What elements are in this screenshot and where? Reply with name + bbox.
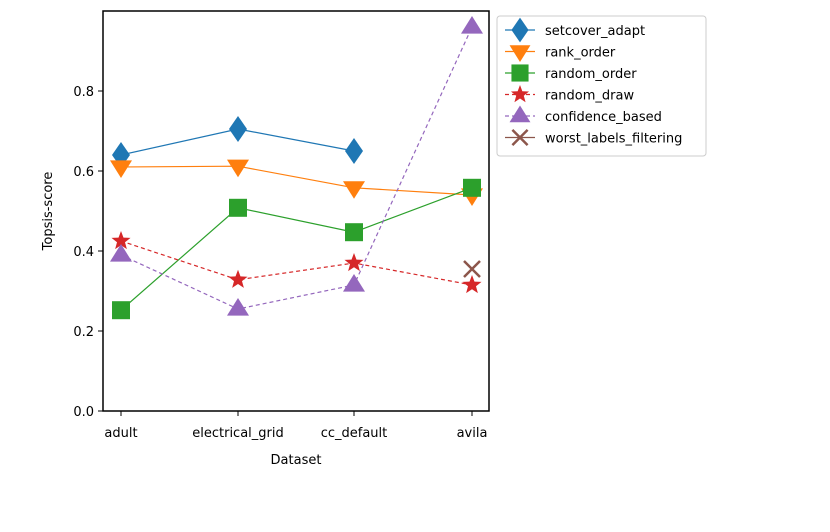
data-point bbox=[345, 223, 363, 242]
data-point bbox=[227, 159, 249, 178]
y-tick-label: 0.0 bbox=[73, 405, 94, 420]
legend-label: random_draw bbox=[545, 89, 634, 104]
data-point bbox=[343, 181, 365, 199]
y-axis-label: Topsis-score bbox=[41, 172, 56, 252]
series-random_order bbox=[112, 178, 481, 320]
data-point bbox=[461, 16, 483, 34]
legend-marker bbox=[509, 105, 531, 123]
legend-item: random_draw bbox=[505, 85, 634, 104]
data-point bbox=[110, 160, 132, 178]
data-point bbox=[112, 301, 130, 320]
legend-item: confidence_based bbox=[505, 105, 662, 125]
y-axis: 0.0 0.2 0.4 0.6 0.8 bbox=[73, 85, 103, 420]
legend-label: worst_labels_filtering bbox=[545, 132, 682, 147]
legend: setcover_adapt rank_order random_orderrand… bbox=[496, 15, 707, 157]
x-tick-label: avila bbox=[457, 426, 488, 441]
data-point bbox=[229, 116, 247, 142]
x-axis-label: Dataset bbox=[271, 453, 322, 468]
legend-item: random_order bbox=[505, 64, 637, 82]
series-random_draw bbox=[111, 231, 482, 294]
data-point bbox=[463, 260, 481, 278]
legend-label: random_order bbox=[545, 67, 637, 82]
y-tick-label: 0.2 bbox=[73, 325, 94, 340]
series-worst_labels_filtering bbox=[463, 260, 481, 278]
data-point bbox=[343, 274, 365, 292]
plot-frame bbox=[102, 10, 490, 412]
data-point bbox=[227, 298, 249, 316]
data-point bbox=[229, 198, 247, 217]
legend-item: worst_labels_filtering bbox=[505, 129, 682, 147]
legend-marker bbox=[509, 45, 531, 62]
legend-item: rank_order bbox=[505, 45, 616, 62]
series-line bbox=[120, 165, 473, 196]
legend-marker bbox=[510, 85, 530, 103]
data-point bbox=[462, 275, 482, 294]
legend-frame bbox=[496, 15, 707, 157]
x-tick-label: adult bbox=[104, 426, 137, 441]
x-tick-label: electrical_grid bbox=[192, 426, 284, 441]
plot-area bbox=[103, 11, 489, 411]
y-tick-label: 0.6 bbox=[73, 165, 94, 180]
legend-item: setcover_adapt bbox=[505, 17, 645, 43]
y-tick-label: 0.8 bbox=[73, 85, 94, 100]
data-point bbox=[463, 178, 481, 197]
legend-marker bbox=[511, 17, 529, 43]
data-point bbox=[345, 138, 363, 164]
legend-marker bbox=[511, 129, 529, 146]
legend-marker bbox=[511, 64, 529, 82]
x-tick-label: cc_default bbox=[321, 426, 388, 441]
legend-label: setcover_adapt bbox=[545, 24, 645, 39]
y-tick-label: 0.4 bbox=[73, 245, 94, 260]
series-line bbox=[120, 187, 473, 311]
series-line bbox=[120, 26, 473, 310]
data-point bbox=[228, 269, 248, 288]
legend-label: confidence_based bbox=[545, 110, 662, 125]
data-point bbox=[110, 244, 132, 262]
series-layer bbox=[110, 16, 483, 320]
data-point bbox=[111, 231, 131, 250]
series-confidence_based bbox=[110, 16, 483, 316]
legend-label: rank_order bbox=[545, 46, 616, 61]
data-point bbox=[344, 253, 364, 272]
x-axis: adult electrical_grid cc_default avila bbox=[104, 411, 487, 441]
